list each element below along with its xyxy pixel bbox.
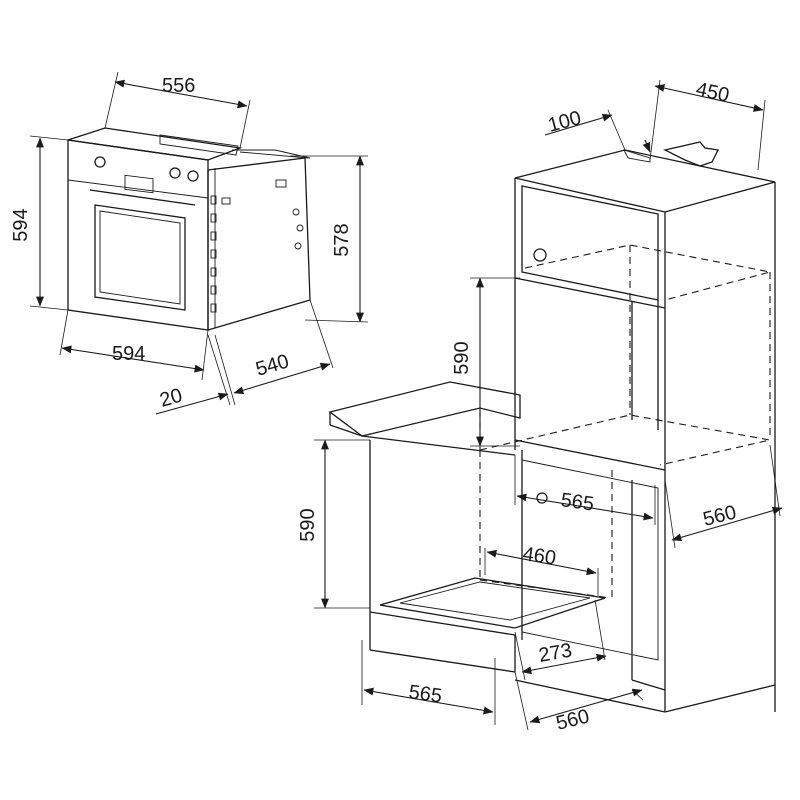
dim-label-590-tall: 590	[451, 341, 473, 374]
dim-label-100: 100	[546, 107, 584, 137]
dim-line-540	[233, 362, 331, 395]
oven-knob-mid	[169, 167, 181, 179]
dim-label-450: 450	[694, 78, 731, 106]
oven-door-handle	[89, 189, 196, 206]
oven-knob-right	[187, 170, 199, 182]
oven-knob-left	[94, 156, 106, 168]
dim-line-560-tall	[671, 506, 783, 542]
dim-label-594-width: 594	[112, 343, 145, 365]
dim-label-540: 540	[253, 350, 291, 380]
dim-line-273	[521, 653, 607, 675]
dim-label-460: 460	[521, 543, 557, 569]
dim-label-578: 578	[331, 223, 353, 256]
dim-line-565-base	[363, 687, 494, 715]
dim-label-560-base: 560	[554, 705, 592, 734]
dim-line-565-tall	[516, 493, 654, 521]
tall-cabinet-drawing: 100 450 590 565 560	[451, 78, 783, 713]
oven-front-face	[67, 139, 209, 331]
base-cabinet-floor-front	[369, 611, 516, 636]
oven-side-body	[207, 157, 311, 331]
tall-cabinet-top	[514, 149, 776, 213]
dim-line-100	[544, 113, 613, 136]
oven-drawing: 556 594 578 594 20 540	[10, 71, 369, 415]
dim-label-560-tall: 560	[701, 501, 739, 530]
oven-display	[124, 174, 154, 194]
oven-side-slots	[210, 179, 304, 313]
vent-arrow-shape	[663, 141, 719, 167]
base-cabinet-drawing: 590 460 273 565 560	[297, 381, 644, 735]
dim-line-560-base	[529, 688, 643, 724]
dim-label-594-height: 594	[10, 208, 32, 241]
dim-line-450	[654, 84, 764, 112]
tall-cutout-dashed	[479, 244, 771, 466]
oven-top-face	[67, 127, 243, 161]
dim-label-556: 556	[162, 75, 195, 97]
dim-label-565-base: 565	[407, 681, 443, 707]
dim-line-460	[486, 549, 597, 576]
dim-line-594-width	[61, 345, 205, 373]
base-opening-bottom	[379, 577, 606, 629]
dim-label-565-tall: 565	[559, 489, 595, 515]
dim-line-20	[155, 392, 229, 415]
dim-label-590-base: 590	[297, 508, 319, 541]
oven-door-window	[94, 204, 186, 311]
dim-line-556	[114, 79, 248, 109]
countertop	[328, 381, 521, 437]
